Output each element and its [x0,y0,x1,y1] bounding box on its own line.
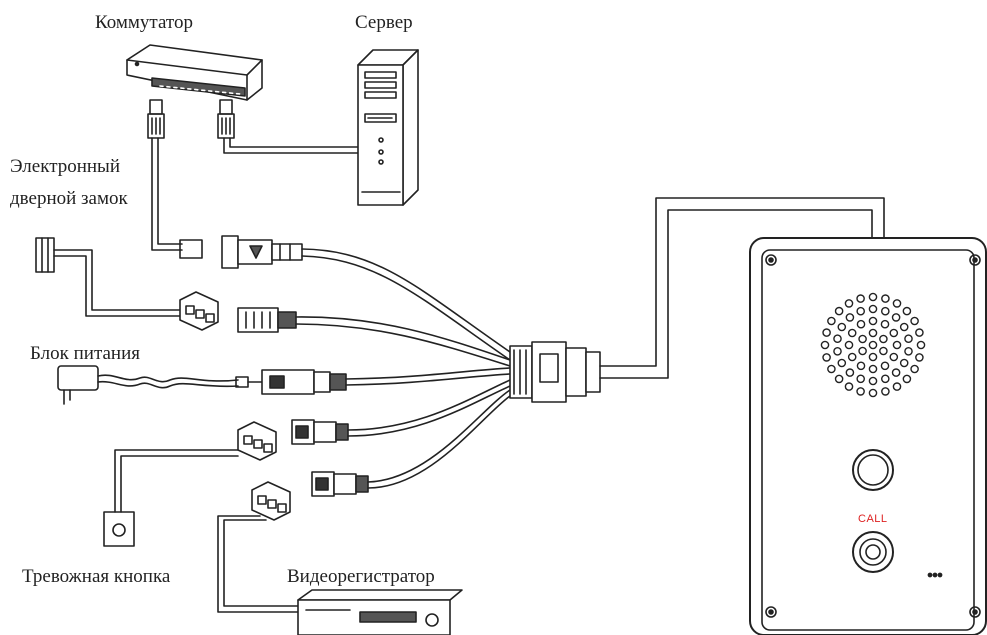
grille-hole [881,306,890,316]
grille-hole [891,313,901,322]
recorder-label: Видеорегистратор [287,566,435,587]
grille-hole [910,316,919,326]
grille-hole [868,352,878,362]
intercom-panel [749,237,987,635]
grille-hole [868,304,878,314]
alarm-socket [291,419,349,445]
call-label: CALL [858,513,888,525]
rj45-socket [179,235,303,269]
grille-hole [868,364,878,374]
grille-hole [844,382,854,391]
grille-hole [892,340,902,350]
power-label: Блок питания [30,343,141,364]
lock-label-line2: дверной замок [10,188,128,209]
grille-hole [858,346,867,356]
lock-terminal [179,291,219,331]
electric-lock [35,237,181,317]
main-connector [509,341,601,403]
grille-hole [892,299,902,308]
grille-hole [856,319,866,329]
grille-hole [868,388,878,398]
lock-socket [237,307,297,333]
grille-hole [881,294,890,303]
harness-wires [295,248,511,489]
grille-hole [880,319,890,329]
grille-hole [904,346,913,356]
panel-cable [599,197,885,379]
grille-hole [827,364,836,374]
grille-hole [899,358,909,368]
grille-hole [910,364,919,374]
alarm-terminal [237,421,277,461]
grille-hole [902,374,912,384]
server-label: Сервер [355,12,413,33]
grille-hole [847,352,857,362]
grille-hole [833,346,842,356]
grille-hole [879,334,888,344]
grille-hole [891,368,901,377]
grille-hole [880,361,890,371]
alarm-button [103,449,239,547]
speaker-grille [820,292,926,398]
grille-hole [858,334,867,344]
grille-hole [892,382,902,391]
recorder-terminal [217,481,299,613]
grille-hole [847,328,857,338]
grille-hole [915,353,924,362]
grille-hole [837,358,847,368]
grille-hole [856,361,866,371]
dc-jack [261,369,347,395]
grille-hole [899,322,909,332]
grille-hole [881,387,890,396]
grille-hole [902,306,912,316]
grille-hole [820,340,830,350]
network-switch [126,44,263,101]
grille-hole [856,306,866,316]
grille-hole [834,306,844,316]
switch-label: Коммутатор [95,12,193,33]
grille-hole [844,299,854,308]
grille-hole [868,316,878,326]
grille-hole [881,374,890,384]
grille-hole [879,346,888,356]
grille-hole [889,352,899,362]
lock-label-line1: Электронный [10,156,120,177]
grille-hole [868,376,878,386]
grille-hole [868,328,878,338]
grille-hole [915,328,924,337]
grille-hole [845,313,855,322]
power-adapter [57,365,263,405]
grille-hole [837,322,847,332]
grille-hole [833,334,842,344]
server-tower [357,49,419,206]
grille-hole [834,374,844,384]
grille-hole [822,353,831,362]
grille-hole [845,368,855,377]
grille-hole [822,328,831,337]
grille-hole [868,340,878,350]
grille-hole [916,340,926,350]
alarm-button-label: Тревожная кнопка [22,566,171,587]
grille-hole [856,294,865,303]
grille-hole [868,292,878,302]
switch-cables [147,99,359,251]
grille-hole [827,316,836,326]
grille-hole [844,340,854,350]
grille-hole [904,334,913,344]
grille-hole [856,387,865,396]
grille-hole [889,328,899,338]
grille-hole [856,374,866,384]
recorder-socket [311,471,369,497]
video-recorder [297,589,463,635]
